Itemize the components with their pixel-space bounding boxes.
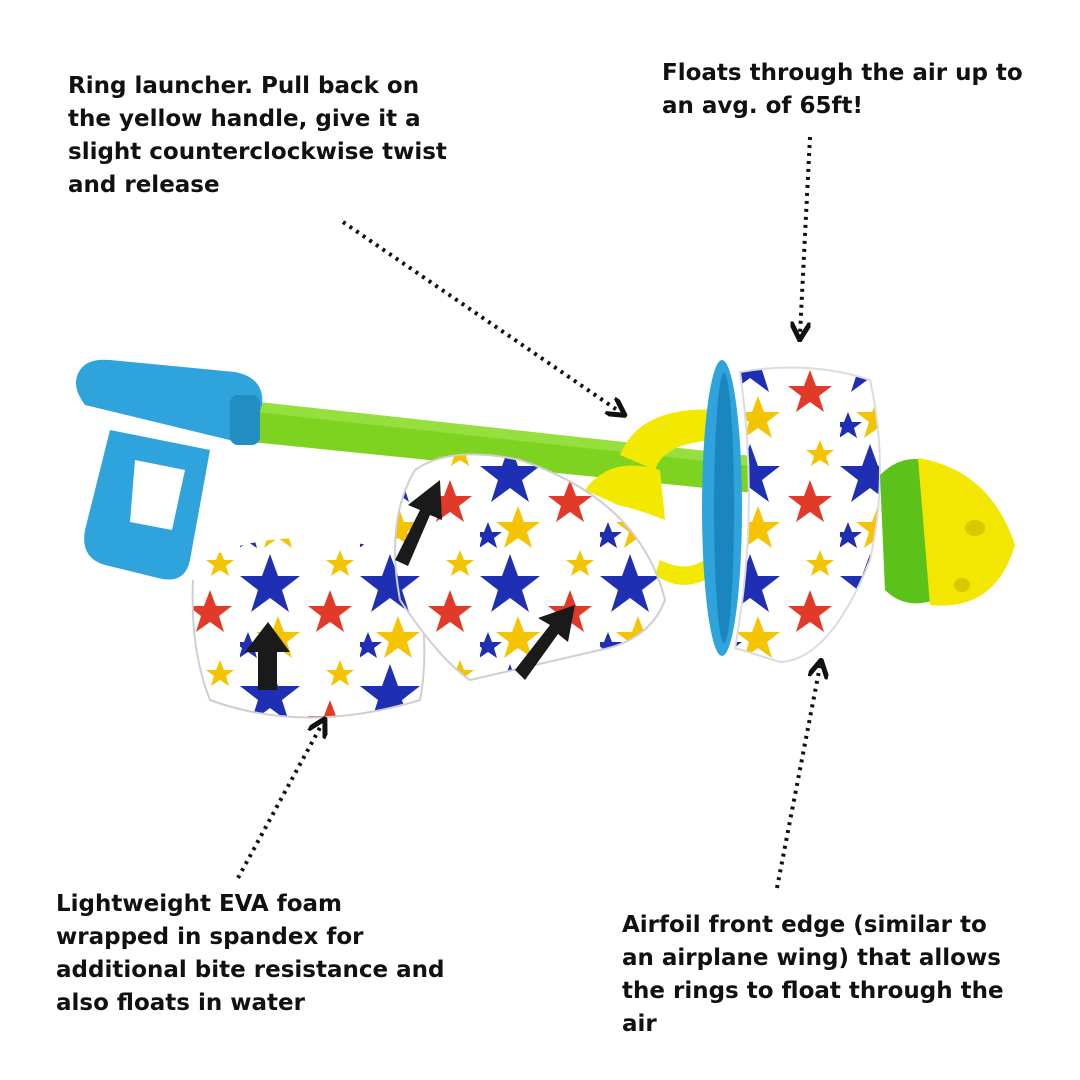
loaded-ring bbox=[702, 360, 881, 664]
foam-ring-right bbox=[394, 453, 667, 682]
leader-line-foam bbox=[236, 724, 322, 879]
leader-line-launcher bbox=[341, 220, 620, 412]
callout-ring-launcher: Ring launcher. Pull back on the yellow h… bbox=[68, 73, 447, 198]
callout-eva-foam: Lightweight EVA foam wrapped in spandex … bbox=[56, 891, 445, 1016]
leader-line-airfoil bbox=[775, 666, 820, 889]
blue-grip-handle bbox=[76, 359, 263, 580]
callout-floats-distance: Floats through the air up to an avg. of … bbox=[662, 60, 1023, 119]
foam-ring-left bbox=[191, 538, 426, 719]
launcher-nose-cone bbox=[880, 458, 1015, 606]
callout-airfoil-edge: Airfoil front edge (similar to an airpla… bbox=[622, 912, 1004, 1037]
yellow-pull-handle bbox=[585, 409, 725, 585]
leader-line-floats bbox=[800, 136, 812, 334]
